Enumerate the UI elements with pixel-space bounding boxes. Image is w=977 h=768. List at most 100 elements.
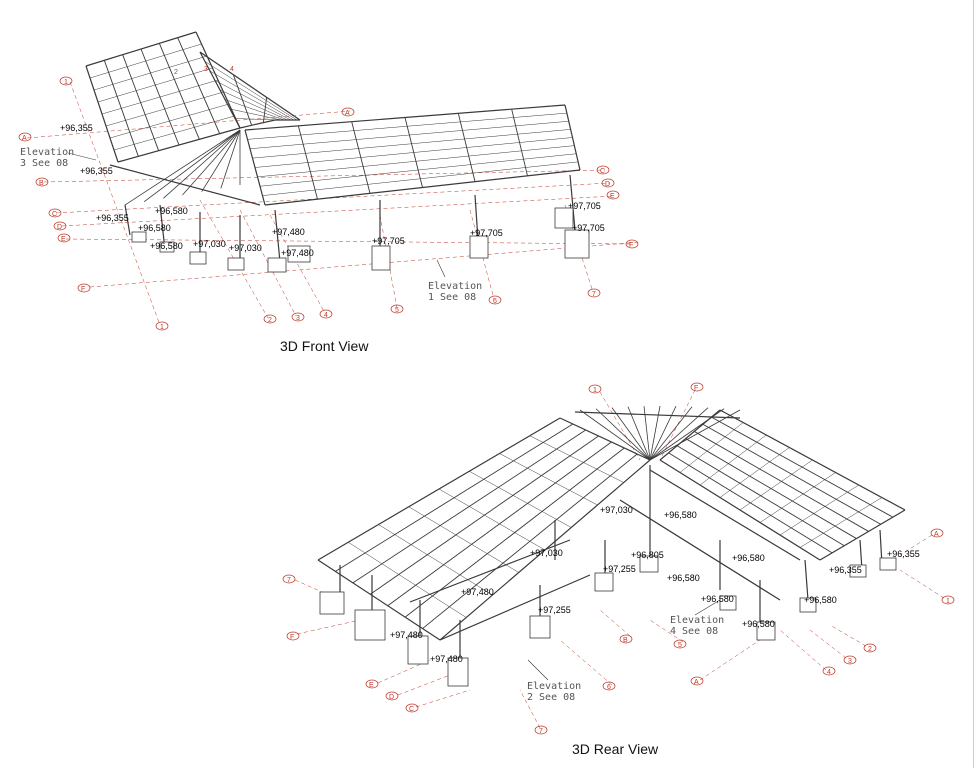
footing-block [564,229,590,259]
ridge-beam [819,509,906,561]
grid-label: F [694,385,698,392]
grid-label: 2 [868,646,872,653]
hip-rafter [649,409,741,461]
front-view-wireframe [26,31,641,326]
level-marker: +97,030 [600,505,633,515]
grid-label: 4 [230,66,234,73]
grid-label: 2 [174,69,178,76]
grid-label: E [610,193,615,200]
elevation-note-line: 1 See 08 [428,292,476,303]
grid-label: 1 [64,79,68,86]
purlin [219,89,288,121]
grid-line [659,389,696,461]
purlin [259,153,577,187]
front-elevation-note-1: Elevation 1 See 08 [428,281,482,303]
hip-rafter [611,407,651,461]
note-arrow [67,152,97,161]
purlin [699,434,767,486]
grid-label: 1 [593,387,597,394]
level-marker: +96,580 [742,619,775,629]
level-marker: +97,480 [390,630,423,640]
level-marker: +96,580 [701,594,734,604]
grid-line [519,689,541,729]
hip-rafter [579,409,651,461]
purlin [254,137,573,168]
grid-label: B [39,180,44,187]
footing-block [554,207,574,229]
level-marker: +96,580 [664,510,697,520]
purlin [679,422,744,473]
purlin [348,542,467,618]
grid-line [65,238,633,245]
hip-rafter [220,129,241,189]
rear-level-markers: +97,030 +96,580 +97,030 +96,805 +96,580 … [390,505,920,664]
hip-rafter [595,408,651,461]
column [274,209,281,263]
rear-view-wireframe [294,389,945,729]
purlin [97,67,213,103]
purlin [89,43,202,79]
level-marker: +96,580 [138,223,171,233]
beam [409,539,571,603]
purlin [799,497,883,548]
grid-label: 4 [827,669,831,676]
footing-block [799,597,817,613]
level-marker: +97,705 [568,201,601,211]
purlin [759,472,836,523]
level-marker: +96,355 [80,166,113,176]
level-marker: +97,705 [572,223,605,233]
footing-block [287,245,311,263]
hip-rafter [643,406,651,461]
grid-label: F [81,286,85,293]
level-marker: +97,255 [538,605,571,615]
grid-label: A [345,110,350,117]
grid-line [397,674,451,696]
level-marker: +96,580 [667,573,700,583]
purlin [101,79,219,115]
grid-line [379,214,398,309]
grid-label: C [52,211,57,218]
grid-label: 1 [946,598,950,605]
level-marker: +97,480 [272,227,305,237]
purlin [204,61,298,121]
purlin [779,484,859,536]
hip-rafter [163,129,241,199]
grid-label: C [409,706,414,713]
grid-label: A [694,679,699,686]
grid-line [69,81,161,326]
grid-label: 4 [324,312,328,319]
level-marker: +97,705 [470,228,503,238]
grid-label: D [605,181,610,188]
page-edge-line [973,0,974,768]
hip-rafter [201,129,241,192]
grid-label: F [629,242,633,249]
rear-grid-labels: 1 F 7 F E D C 7 6 B 5 A 4 3 2 1 A [282,382,955,735]
curved-ridge [574,411,741,419]
hip-rafter [649,406,677,461]
grid-label: A [934,531,939,538]
purlin [499,453,598,506]
grid-line [269,214,326,314]
purlin [209,70,294,121]
footing-block [529,615,551,639]
curved-eave [109,164,261,206]
rear-elevation-note-4: Elevation 4 See 08 [670,615,724,637]
grid-label: 2 [268,317,272,324]
grid-label: B [623,637,628,644]
purlin [93,55,208,91]
elevation-note-line: 4 See 08 [670,626,718,637]
footing-block [354,609,386,641]
grid-line [599,391,641,461]
note-arrow [436,259,446,278]
grid-label: 7 [287,577,291,584]
level-marker: +97,480 [430,654,463,664]
elevation-note-line: Elevation [527,681,581,692]
footing-block [879,557,897,571]
elevation-note-line: Elevation [670,615,724,626]
purlin [247,112,567,140]
footing-block [371,245,391,271]
rear-elevation-note-2: Elevation 2 See 08 [527,681,581,703]
grid-label: 7 [539,728,543,735]
grid-label: C [600,168,605,175]
purlin [529,435,624,483]
